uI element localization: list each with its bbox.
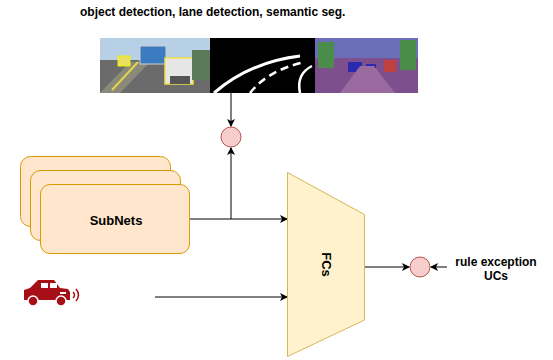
wire: [365, 267, 409, 268]
subnet-box: SubNets: [40, 184, 190, 254]
combine-circle: [221, 127, 241, 147]
connector: [190, 219, 287, 220]
wire: [431, 267, 447, 268]
car-icon: [24, 280, 79, 306]
side-label: rule exception UCs: [452, 255, 540, 283]
combine-circle: [410, 257, 430, 277]
node-text: FCs: [319, 252, 334, 277]
wire: [231, 148, 232, 219]
diagram-title: object detection, lane detection, semant…: [80, 5, 345, 19]
image-strip: [100, 38, 418, 93]
wire: [155, 297, 287, 298]
trapezoid-outline: [288, 173, 365, 357]
node-text: SubNets: [90, 213, 143, 228]
wire: [231, 93, 232, 126]
fc-trapezoid: FCs: [287, 172, 365, 357]
